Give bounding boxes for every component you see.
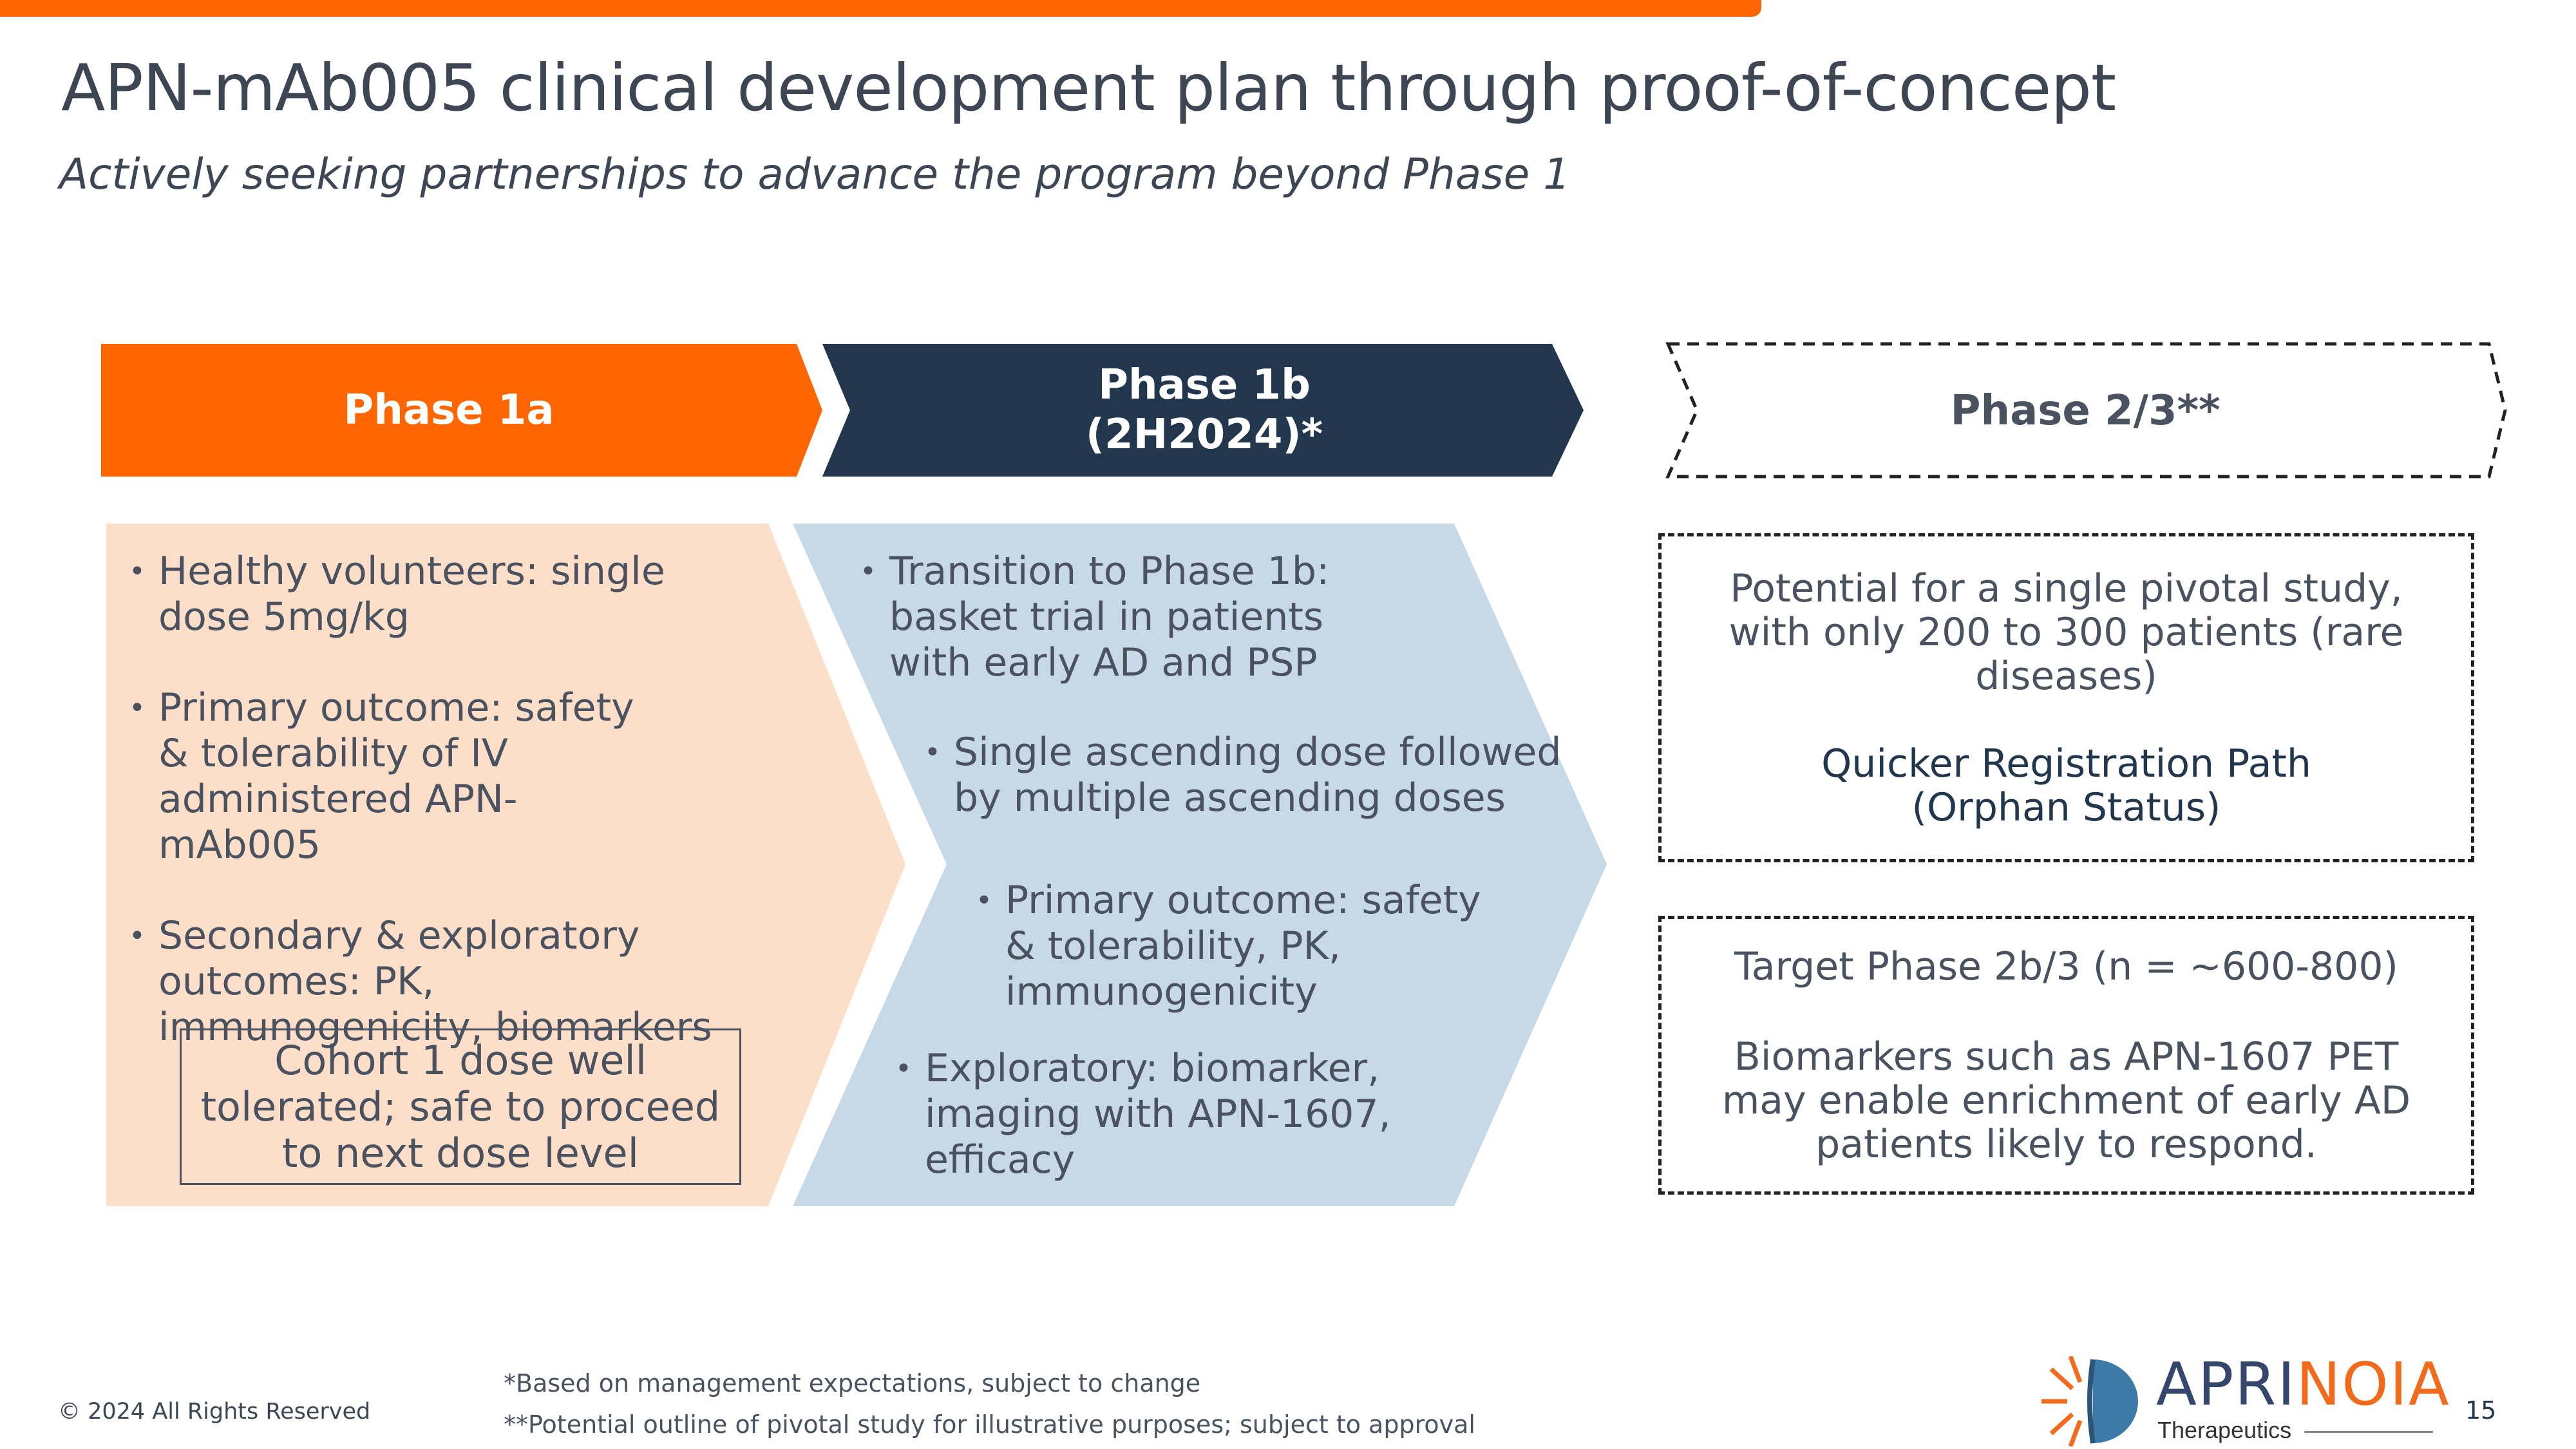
page-title: APN-mAb005 clinical development plan thr… <box>61 50 2116 126</box>
phase-2-3-label: Phase 2/3** <box>1950 386 2221 435</box>
phase-1b-chevron <box>793 524 1607 1206</box>
phase-1b-label: Phase 1b (2H2024)* <box>857 344 1552 477</box>
page-number: 15 <box>2465 1396 2497 1425</box>
company-logo: APRINOIA Therapeutics <box>2041 1352 2449 1449</box>
bullet: Primary outcome: safety & tolerability, … <box>976 878 1508 1015</box>
biomarkers-text: Biomarkers such as APN-1607 PET may enab… <box>1721 1034 2411 1167</box>
phase-2-3-arrow-outline <box>1665 342 2507 478</box>
cohort-callout-box: Cohort 1 dose well tolerated; safe to pr… <box>180 1028 741 1185</box>
phase-1a-arrow <box>101 344 822 477</box>
registration-path-line2: (Orphan Status) <box>1911 784 2221 830</box>
bullet: Transition to Phase 1b: basket trial in … <box>860 549 1379 686</box>
bullet: Secondary & exploratory outcomes: PK, im… <box>129 913 760 1050</box>
phase-1b-title: Phase 1b <box>1098 361 1311 410</box>
registration-path-text: Quicker Registration Path (Orphan Status… <box>1821 742 2311 829</box>
bullet: Exploratory: biomarker, imaging with APN… <box>895 1046 1401 1183</box>
phase-1b-date: (2H2024)* <box>1085 411 1323 459</box>
logo-sun-icon <box>2041 1356 2138 1446</box>
footnote-2: **Potential outline of pivotal study for… <box>504 1410 1475 1439</box>
pivotal-study-box: Potential for a single pivotal study, wi… <box>1658 533 2474 862</box>
page-subtitle: Actively seeking partnerships to advance… <box>59 149 1571 199</box>
bullet: Single ascending dose followed by multip… <box>924 730 1566 821</box>
phase-1a-bullets: Healthy volunteers: single dose 5mg/kg P… <box>129 549 760 1050</box>
top-accent-bar <box>0 0 1761 17</box>
logo-text-apri: APRI <box>2156 1350 2297 1419</box>
bullet: Healthy volunteers: single dose 5mg/kg <box>129 549 760 640</box>
logo-subtext: Therapeutics <box>2157 1417 2292 1443</box>
target-phase-text: Target Phase 2b/3 (n = ~600-800) <box>1734 943 2398 989</box>
phase-1b-bullets: Transition to Phase 1b: basket trial in … <box>860 549 1561 1183</box>
footnote-1: *Based on management expectations, subje… <box>504 1369 1201 1397</box>
copyright: © 2024 All Rights Reserved <box>58 1399 371 1425</box>
logo-underline <box>2304 1431 2433 1433</box>
bullet: Primary outcome: safety & tolerability o… <box>129 685 760 868</box>
logo-wordmark: APRINOIA <box>2156 1355 2450 1414</box>
registration-path-line1: Quicker Registration Path <box>1821 741 2311 786</box>
phase-1a-label: Phase 1a <box>343 386 554 434</box>
pivotal-study-text: Potential for a single pivotal study, wi… <box>1728 565 2404 699</box>
target-phase-box: Target Phase 2b/3 (n = ~600-800) Biomark… <box>1658 916 2474 1195</box>
phase-1b-arrow <box>822 344 1584 477</box>
logo-text-noia: NOIA <box>2296 1350 2450 1419</box>
